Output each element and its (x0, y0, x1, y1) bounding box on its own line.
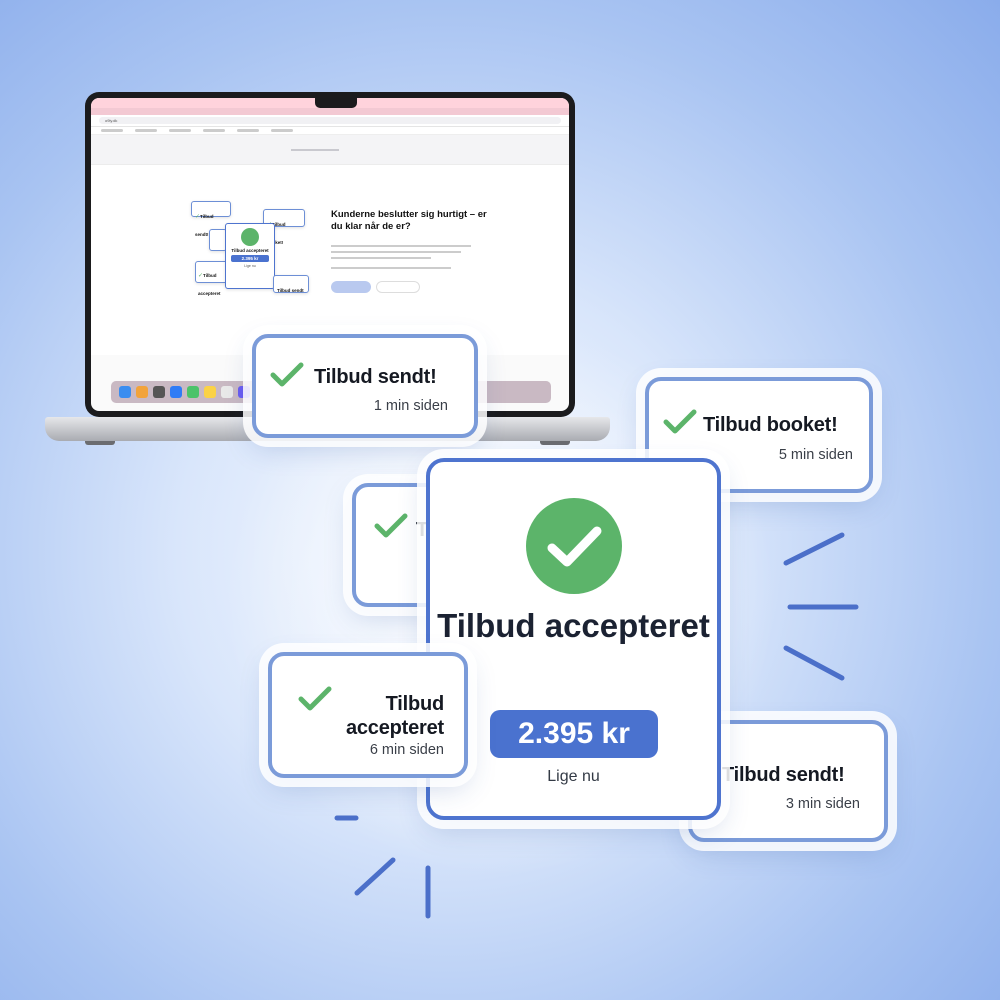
card-title: Tilbud accepteret (345, 693, 444, 739)
mini-card-title: Tilbud sendt (277, 288, 304, 293)
burst-line (783, 645, 845, 681)
notification-card-accepted-main: Tilbud accepteret 2.395 kr Lige nu (426, 458, 721, 820)
bookmark-item[interactable] (135, 129, 157, 132)
mini-card-title: Tilbud accepteret (198, 273, 221, 296)
mini-card-sent: ✓Tilbud sendt! (191, 201, 231, 237)
card-timestamp: 3 min siden (785, 796, 860, 812)
camera-notch (315, 98, 357, 108)
site-tagline-line (291, 149, 339, 151)
card-timestamp: 6 min siden (369, 742, 444, 758)
price-badge: 2.395 kr (490, 710, 658, 758)
mini-time: Lige nu (244, 264, 256, 268)
bookmark-item[interactable] (271, 129, 293, 132)
site-heading: Kunderne beslutter sig hurtigt – er du k… (331, 209, 487, 233)
mini-card-title: Tilbud accepteret (231, 248, 269, 253)
check-icon: ✓ (198, 273, 204, 279)
cta-primary-button[interactable] (331, 281, 371, 293)
browser-tab-strip (91, 108, 569, 115)
card-timestamp: 5 min siden (778, 447, 853, 463)
card-title: Tilbud sendt! (314, 366, 437, 388)
dock-app-icon[interactable] (153, 386, 165, 398)
dock-app-icon[interactable] (221, 386, 233, 398)
notification-card-accepted-6: Tilbud accepteret 6 min siden (268, 652, 468, 778)
laptop-screen: o9ly.dk ✓Tilbud sendt! ✓Tilbud booket! (91, 98, 569, 411)
bookmarks-bar (91, 127, 569, 135)
dock-app-icon[interactable] (204, 386, 216, 398)
notification-card-booked: Tilbud booket! 5 min siden (645, 377, 873, 493)
site-header-strip (91, 135, 569, 165)
site-body-text (331, 245, 481, 269)
dock-app-icon[interactable] (170, 386, 182, 398)
site-hero: ✓Tilbud sendt! ✓Tilbud booket! ✓Tilbud a… (91, 165, 569, 355)
notification-card-sent-3: Tilbud sendt! 3 min siden (688, 720, 888, 842)
laptop-foot (85, 441, 115, 445)
browser-address-bar[interactable]: o9ly.dk (91, 115, 569, 127)
card-timestamp: Lige nu (547, 768, 600, 785)
laptop-mockup: o9ly.dk ✓Tilbud sendt! ✓Tilbud booket! (45, 92, 610, 452)
bookmark-item[interactable] (237, 129, 259, 132)
check-circle-icon (241, 228, 259, 246)
mini-card-sent-bottom: Tilbud sendt (273, 275, 309, 293)
card-title: Tilbud accepteret (437, 607, 710, 644)
burst-line (354, 857, 396, 896)
cta-secondary-button[interactable] (376, 281, 420, 293)
card-title: Tilbud sendt! (722, 764, 845, 786)
laptop-lid: o9ly.dk ✓Tilbud sendt! ✓Tilbud booket! (85, 92, 575, 417)
mini-price: 2.395 kr (231, 255, 269, 262)
check-icon (663, 409, 697, 434)
card-timestamp: 1 min siden (373, 398, 448, 414)
check-circle-icon (526, 498, 622, 594)
dock-app-icon[interactable] (238, 386, 250, 398)
bookmark-item[interactable] (203, 129, 225, 132)
mini-card-accepted: ✓Tilbud accepteret (195, 261, 231, 296)
bookmark-item[interactable] (169, 129, 191, 132)
dock-app-icon[interactable] (136, 386, 148, 398)
dock-app-icon[interactable] (187, 386, 199, 398)
bookmark-item[interactable] (101, 129, 123, 132)
notification-card-sent: Tilbud sendt! 1 min siden (252, 334, 478, 438)
check-icon: ✓ (195, 214, 201, 220)
mini-card-main: Tilbud accepteret 2.395 kr Lige nu (225, 223, 275, 289)
mini-card-title: Tilbud booket! (267, 222, 286, 245)
check-icon (374, 513, 408, 538)
card-title: Tilbud booket! (703, 414, 838, 436)
url-field[interactable]: o9ly.dk (99, 117, 561, 124)
mini-card-booked: ✓Tilbud booket! (263, 209, 305, 245)
laptop-foot (540, 441, 570, 445)
mini-card-title: Tilbud sendt! (195, 214, 214, 237)
check-icon (270, 362, 304, 387)
card-title: T (416, 519, 429, 541)
dock-app-icon[interactable] (119, 386, 131, 398)
burst-line (783, 532, 845, 566)
check-icon (298, 686, 332, 711)
